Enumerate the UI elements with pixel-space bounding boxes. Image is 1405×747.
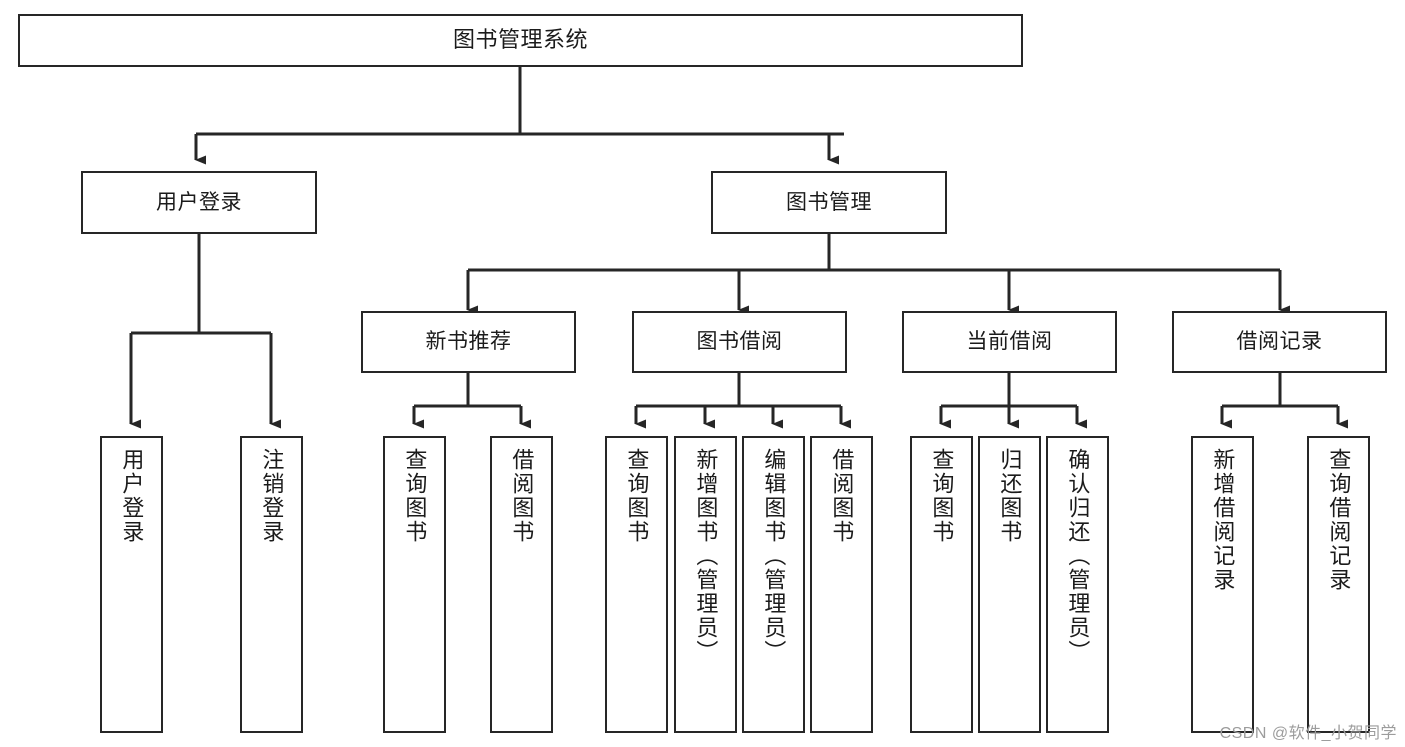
- leaf-current-borrow-confirm-return-admin[interactable]: 确认归还（管理员）: [1046, 436, 1109, 733]
- leaf-user-login[interactable]: 用户登录: [100, 436, 163, 733]
- node-label: 查询图书: [402, 448, 428, 544]
- node-label: 用户登录: [119, 448, 145, 544]
- leaf-logout[interactable]: 注销登录: [240, 436, 303, 733]
- node-label: 归还图书: [997, 448, 1023, 544]
- node-book-borrowing[interactable]: 图书借阅: [632, 311, 847, 373]
- node-label: 图书管理: [786, 190, 872, 214]
- node-current-borrowing[interactable]: 当前借阅: [902, 311, 1117, 373]
- leaf-borrow-record-query-record[interactable]: 查询借阅记录: [1307, 436, 1370, 733]
- leaf-current-borrow-return-books[interactable]: 归还图书: [978, 436, 1041, 733]
- node-label: 当前借阅: [966, 330, 1053, 354]
- node-label: 新增借阅记录: [1210, 448, 1236, 592]
- node-label: 图书借阅: [696, 330, 783, 354]
- node-new-book-recommendation[interactable]: 新书推荐: [361, 311, 576, 373]
- leaf-book-borrow-query-books[interactable]: 查询图书: [605, 436, 668, 733]
- node-label: 查询借阅记录: [1326, 448, 1352, 592]
- node-label: 确认归还（管理员）: [1065, 448, 1091, 664]
- node-book-management[interactable]: 图书管理: [711, 171, 947, 234]
- node-label: 图书管理系统: [452, 27, 588, 53]
- node-label: 借阅图书: [509, 448, 535, 544]
- node-label: 注销登录: [259, 448, 285, 544]
- leaf-borrow-record-add-record[interactable]: 新增借阅记录: [1191, 436, 1254, 733]
- node-label: 用户登录: [156, 190, 242, 214]
- node-label: 查询图书: [929, 448, 955, 544]
- node-label: 编辑图书（管理员）: [761, 448, 787, 664]
- node-label: 借阅图书: [829, 448, 855, 544]
- node-label: 新书推荐: [425, 330, 512, 354]
- leaf-book-borrow-borrow-books[interactable]: 借阅图书: [810, 436, 873, 733]
- leaf-book-borrow-edit-book-admin[interactable]: 编辑图书（管理员）: [742, 436, 805, 733]
- leaf-new-book-borrow-books[interactable]: 借阅图书: [490, 436, 553, 733]
- node-borrowing-record[interactable]: 借阅记录: [1172, 311, 1387, 373]
- leaf-current-borrow-query-books[interactable]: 查询图书: [910, 436, 973, 733]
- node-user-login[interactable]: 用户登录: [81, 171, 317, 234]
- leaf-book-borrow-add-book-admin[interactable]: 新增图书（管理员）: [674, 436, 737, 733]
- node-label: 借阅记录: [1236, 330, 1323, 354]
- node-root-book-management-system[interactable]: 图书管理系统: [18, 14, 1023, 67]
- leaf-new-book-query-books[interactable]: 查询图书: [383, 436, 446, 733]
- node-label: 查询图书: [624, 448, 650, 544]
- csdn-watermark: CSDN @软件_小贺同学: [1219, 725, 1397, 742]
- node-label: 新增图书（管理员）: [693, 448, 719, 664]
